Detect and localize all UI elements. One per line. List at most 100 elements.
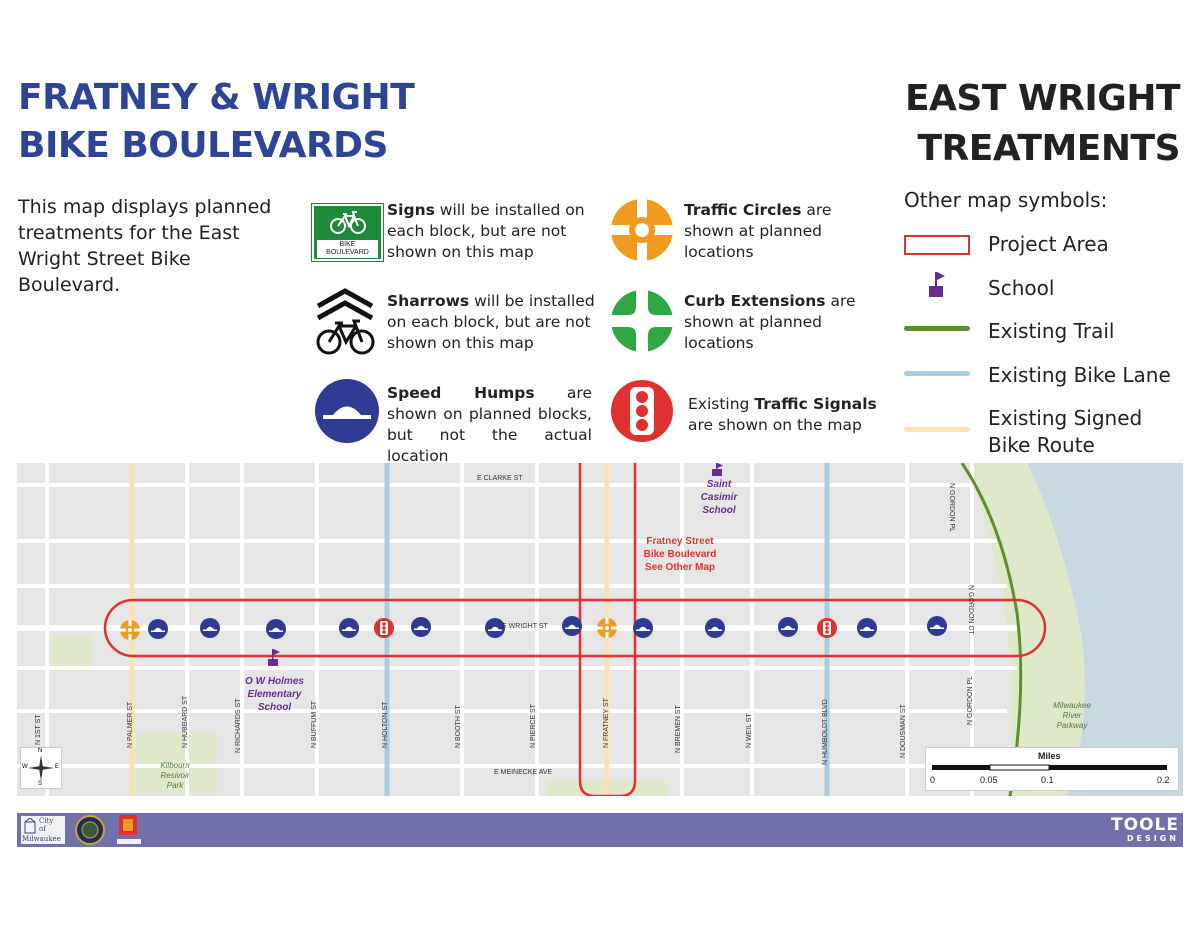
speed-hump-marker[interactable] bbox=[857, 618, 877, 638]
school-marker[interactable] bbox=[712, 463, 723, 476]
compass-e: E bbox=[55, 764, 60, 770]
street-label-palmer: N PALMER ST bbox=[127, 701, 134, 748]
speed-hump-marker[interactable] bbox=[778, 617, 798, 637]
legend-traffic-signals-bold: Traffic Signals bbox=[754, 395, 877, 413]
scale-tick-0: 0 bbox=[930, 775, 936, 785]
holmes-line1: O W Holmes bbox=[245, 676, 304, 687]
legend-speed-humps-desc: are shown on planned blocks, but not the… bbox=[387, 384, 592, 465]
fratney-note: Fratney Street Bike Boulevard See Other … bbox=[635, 535, 725, 574]
scale-title: Miles bbox=[1038, 751, 1061, 761]
school-label: School bbox=[988, 276, 1055, 300]
legend-traffic-signals-prefix: Existing bbox=[688, 395, 755, 413]
speed-hump-marker[interactable] bbox=[705, 618, 725, 638]
street-label-pierce: N PIERCE ST bbox=[530, 704, 537, 748]
main-title-line1: FRATNEY & WRIGHT bbox=[18, 77, 415, 118]
legend-traffic-circles-text: Traffic Circles are shown at planned loc… bbox=[684, 200, 849, 263]
signed-route-swatch bbox=[904, 427, 970, 432]
sign-text-1: BIKE bbox=[339, 241, 356, 248]
toole-logo-line1: TOOLE bbox=[1111, 815, 1179, 835]
legend-curb-extensions-desc: are shown at planned locations bbox=[684, 292, 856, 352]
school-marker[interactable] bbox=[268, 649, 280, 666]
school-label-saint-casimir: Saint Casimir School bbox=[689, 478, 749, 517]
intro-text: This map displays planned treatments for… bbox=[18, 196, 272, 296]
street-label-wright: E WRIGHT ST bbox=[502, 623, 548, 630]
traffic-signal-icon bbox=[611, 380, 673, 442]
compass-w: W bbox=[22, 764, 28, 770]
street-label-1st: N 1ST ST bbox=[35, 714, 42, 745]
school-icon bbox=[929, 272, 945, 297]
kilbourn-line2: Resivoir bbox=[160, 771, 190, 780]
speed-hump-marker[interactable] bbox=[339, 618, 359, 638]
street-label-clarke: E CLARKE ST bbox=[477, 475, 523, 482]
street-label-humboldt: N HUMBOLDT BLVD bbox=[822, 699, 829, 765]
speed-hump-marker[interactable] bbox=[633, 618, 653, 638]
trail-label: Existing Trail bbox=[988, 319, 1115, 343]
scale-tick-2: 0.1 bbox=[1041, 775, 1054, 785]
city-logo: City of Milwaukee bbox=[21, 816, 65, 844]
speed-hump-marker[interactable] bbox=[927, 616, 947, 636]
other-symbols-title: Other map symbols: bbox=[904, 188, 1108, 212]
street-label-fratney: N FRATNEY ST bbox=[603, 698, 610, 748]
saint-casimir-line1: Saint bbox=[706, 479, 732, 490]
compass-rose-icon: N S E W bbox=[20, 747, 62, 789]
legend-speed-humps-bold: Speed Humps bbox=[387, 384, 535, 402]
toole-logo-line2: DESIGN bbox=[1126, 834, 1179, 843]
holmes-line2: Elementary bbox=[247, 689, 302, 700]
street-label-hubbard: N HUBBARD ST bbox=[182, 695, 189, 748]
main-title-line2: BIKE BOULEVARDS bbox=[18, 125, 388, 166]
milwaukee-river-line2: River bbox=[1062, 711, 1082, 720]
scale-tick-1: 0.05 bbox=[980, 775, 998, 785]
scale-bar: Miles 0 0.05 0.1 0.2 bbox=[925, 747, 1179, 791]
curb-extension-icon bbox=[610, 289, 674, 353]
legend-signs-desc: will be installed on each block, but are… bbox=[387, 201, 585, 261]
legend-traffic-signals-desc: are shown on the map bbox=[688, 416, 862, 434]
city-logo-line1: City bbox=[39, 817, 54, 825]
county-seal-icon bbox=[75, 815, 105, 845]
traffic-circle-marker[interactable] bbox=[597, 618, 617, 638]
speed-hump-marker[interactable] bbox=[148, 619, 168, 639]
sharrow-icon bbox=[316, 288, 375, 355]
street-label-dousman: N DOUSMAN ST bbox=[900, 704, 907, 758]
kilbourn-line3: Park bbox=[166, 781, 184, 790]
legend-traffic-circles-desc: are shown at planned locations bbox=[684, 201, 832, 261]
fratney-note-line3: See Other Map bbox=[644, 562, 716, 573]
milwaukee-river-line3: Parkway bbox=[1056, 721, 1088, 730]
sign-text-2: BOULEVARD bbox=[326, 249, 369, 256]
legend-traffic-signals-text: Existing Traffic Signals are shown on th… bbox=[688, 394, 878, 436]
legend-speed-humps-text: Speed Humps are shown on planned blocks,… bbox=[387, 383, 592, 467]
treatments-layer bbox=[120, 463, 947, 666]
traffic-circle-icon bbox=[610, 198, 674, 262]
city-logo-line3: Milwaukee bbox=[22, 835, 61, 843]
street-label-meinecke: E MEINECKE AVE bbox=[494, 769, 553, 776]
traffic-circle-marker[interactable] bbox=[120, 620, 140, 640]
street-label-bremen: N BREMEN ST bbox=[675, 705, 682, 753]
partner-logo-icon bbox=[117, 815, 141, 844]
legend-signs-bold: Signs bbox=[387, 201, 435, 219]
speed-hump-marker[interactable] bbox=[266, 619, 286, 639]
bike-lane-label: Existing Bike Lane bbox=[988, 363, 1171, 387]
project-area-swatch bbox=[904, 235, 970, 255]
section-title-line2: TREATMENTS bbox=[917, 128, 1180, 169]
compass-s: S bbox=[38, 781, 43, 787]
city-logo-line2: of bbox=[39, 825, 46, 833]
speed-hump-marker[interactable] bbox=[411, 617, 431, 637]
compass-n: N bbox=[38, 748, 43, 754]
city-seal-icon bbox=[24, 818, 36, 834]
traffic-signal-marker[interactable] bbox=[817, 618, 837, 638]
speed-hump-marker[interactable] bbox=[200, 618, 220, 638]
holmes-line3: School bbox=[257, 702, 292, 713]
legend-sharrows-bold: Sharrows bbox=[387, 292, 470, 310]
scale-tick-3: 0.2 bbox=[1157, 775, 1170, 785]
traffic-signal-marker[interactable] bbox=[374, 618, 394, 638]
speed-hump-marker[interactable] bbox=[562, 616, 582, 636]
saint-casimir-line2: Casimir bbox=[700, 492, 738, 503]
city-logo-text: City of bbox=[39, 817, 53, 833]
fratney-note-line1: Fratney Street bbox=[646, 536, 714, 547]
map[interactable]: E CLARKE ST E WRIGHT ST E MEINECKE AVE N… bbox=[17, 463, 1183, 796]
kilbourn-line1: Kilbourn bbox=[160, 761, 190, 770]
school-label-holmes: O W Holmes Elementary School bbox=[232, 675, 317, 714]
footer-bar: City of Milwaukee TOOLE DESIGN bbox=[17, 813, 1183, 847]
street-label-holton: N HOLTON ST bbox=[382, 701, 389, 748]
toole-design-logo: TOOLE DESIGN bbox=[1111, 816, 1179, 843]
scale-graphic bbox=[932, 764, 1167, 771]
